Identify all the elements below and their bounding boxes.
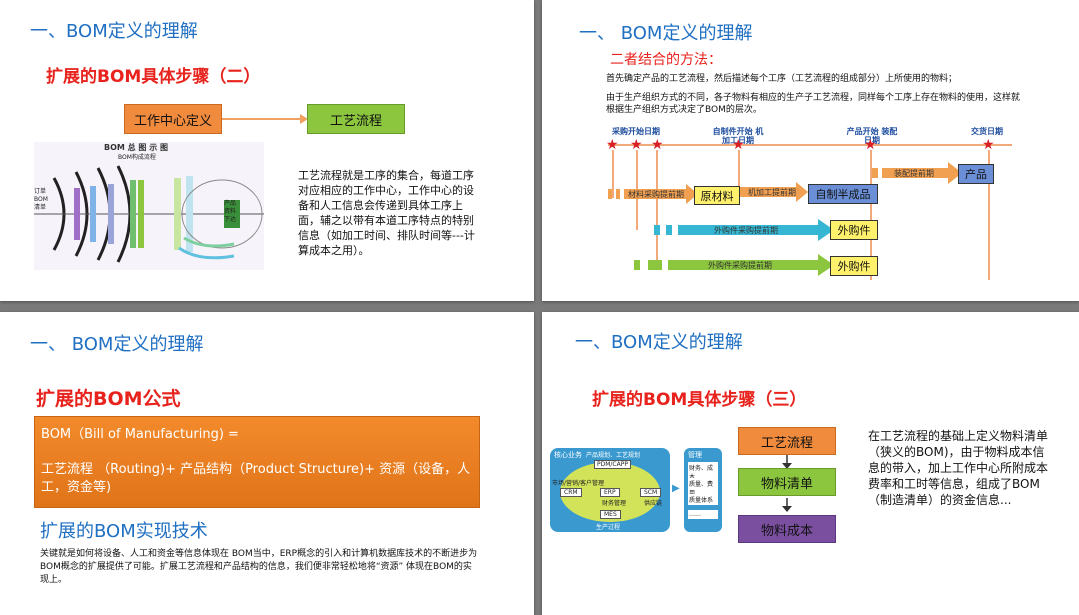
caption-top: 产品规划、工艺规划 (586, 452, 641, 459)
timeline-vline (656, 150, 658, 266)
slide-3-heading: 一、 BOM定义的理解 (30, 334, 204, 355)
core-business-panel: 核心业务 产品规划、工艺规划 PDM/CAPP 市场/营销/客户管理 CRM E… (550, 448, 670, 532)
slide-2-heading: 一、 BOM定义的理解 (579, 23, 753, 44)
work-center-box: 工作中心定义 (124, 104, 222, 134)
label-delivery: 交货日期 (971, 127, 1003, 136)
star-marker-icon: ★ (864, 137, 877, 153)
label-product-start: 产品开始 装配日期 (846, 127, 898, 145)
timeline-vline (988, 150, 990, 280)
slide-2-subheading: 二者结合的方法： (610, 52, 722, 68)
management-panel: 管理 财务、成本 质量、费用 质量体系 …… (684, 448, 722, 532)
slide-1-heading: 一、BOM定义的理解 (30, 21, 198, 42)
star-marker-icon: ★ (630, 137, 643, 153)
label-self-made-start: 自制件开始 机加工日期 (712, 127, 764, 145)
star-marker-icon: ★ (982, 137, 995, 153)
tech-title: 扩展的BOM实现技术 (40, 521, 208, 542)
outsourced-lead-arrow-2 (634, 254, 834, 276)
slide-2-para1: 首先确定产品的工艺流程，然后描述每个工序（工艺流程的组成部分）上所使用的物料； (606, 74, 958, 84)
bom-box: 物料清单 (738, 468, 836, 496)
slide-4-subheading: 扩展的BOM具体步骤（三） (592, 390, 807, 410)
caption-right: 供应链 (644, 500, 663, 507)
caption-mid: 财务管理 (602, 500, 627, 507)
diagram-left-text: 订单 BOM 清单 (34, 188, 48, 211)
semi-finished-box: 自制半成品 (808, 184, 878, 204)
outsourced-lead-arrow-1 (654, 219, 834, 241)
mgmt-label: 管理 (688, 451, 702, 459)
slide-3-subheading: 扩展的BOM公式 (36, 388, 181, 410)
mes-node: MES (600, 510, 621, 519)
mgmt-item: 质量、费用 (688, 478, 718, 498)
machining-lead-label: 机加工提前期 (748, 188, 796, 197)
arrow-right-icon: ▶ (672, 483, 680, 494)
slide-1[interactable]: 一、BOM定义的理解 扩展的BOM具体步骤（二） 工作中心定义 工艺流程 BOM… (0, 0, 534, 301)
product-box: 产品 (958, 164, 994, 184)
mgmt-item: …… (688, 510, 718, 519)
timeline-vline (738, 150, 740, 194)
routing-box: 工艺流程 (738, 427, 836, 455)
slide-1-body: 工艺流程就是工序的集合，每道工序对应相应的工作中心，工作中心的设备和人工信息会传… (298, 169, 475, 257)
slide-2-para2: 由于生产组织方式的不同，各子物料有相应的生产子工艺流程，同样每个工序上存在物料的… (606, 93, 1021, 115)
slide-4[interactable]: 一、BOM定义的理解 扩展的BOM具体步骤（三） 核心业务 产品规划、工艺规划 … (542, 312, 1079, 615)
assembly-lead-label: 装配提前期 (894, 169, 934, 178)
caption-left: 市场/营销/客户管理 (552, 480, 605, 487)
diagram-title: BOM 总 图 示 图 (104, 143, 168, 152)
material-cost-box: 物料成本 (738, 515, 836, 543)
star-marker-icon: ★ (651, 137, 664, 153)
diagram-right-text: 产品 资料 下达 (224, 200, 237, 223)
assembly-lead-arrow (872, 162, 962, 184)
formula-box: BOM（Bill of Manufacturing) = 工艺流程 （Routi… (34, 416, 480, 508)
slide-1-subheading: 扩展的BOM具体步骤（二） (46, 67, 261, 87)
erp-node: ERP (600, 488, 620, 497)
star-marker-icon: ★ (606, 137, 619, 153)
arrow-down-icon (782, 455, 792, 469)
outsourced-lead-label-2: 外购件采购提前期 (708, 261, 772, 270)
diagram-subtitle: BOM构成流程 (118, 154, 156, 161)
mgmt-item: 财务、成本 (688, 462, 718, 482)
formula-line-1: BOM（Bill of Manufacturing) = (41, 427, 239, 442)
formula-line-2: 工艺流程 （Routing)+ 产品结构（Product Structure)+… (41, 462, 471, 495)
mgmt-item: 质量体系 (688, 494, 718, 505)
outsourced-box-2: 外购件 (830, 256, 878, 276)
timeline-vline (870, 150, 872, 280)
core-label: 核心业务 (554, 451, 582, 459)
pdm-node: PDM/CAPP (594, 460, 631, 469)
slide-2[interactable]: 一、 BOM定义的理解 二者结合的方法： 首先确定产品的工艺流程，然后描述每个工… (542, 0, 1079, 301)
outsourced-box-1: 外购件 (830, 220, 878, 240)
material-lead-label: 材料采购提前期 (628, 190, 684, 199)
raw-material-box: 原材料 (694, 186, 740, 205)
label-purchase-start: 采购开始日期 (612, 127, 660, 136)
arrow-down-icon (782, 498, 792, 512)
material-lead-arrow (608, 184, 698, 204)
outsourced-lead-label-1: 外购件采购提前期 (714, 226, 778, 235)
machining-lead-arrow (740, 182, 808, 202)
caption-bottom: 生产过程 (596, 524, 621, 531)
slide-3[interactable]: 一、 BOM定义的理解 扩展的BOM公式 BOM（Bill of Manufac… (0, 312, 534, 615)
routing-box: 工艺流程 (307, 104, 405, 134)
slide-3-body: 关键就是如何将设备、人工和资金等信息体现在 BOM当中，ERP概念的引入和计算机… (40, 549, 478, 585)
crm-node: CRM (560, 488, 582, 497)
timeline-line (608, 144, 1012, 146)
slide-4-heading: 一、BOM定义的理解 (575, 332, 743, 353)
bom-diagram: BOM 总 图 示 图 BOM构成流程 订单 BOM 清单 产品 资料 下达 (34, 142, 264, 270)
timeline-vline (612, 150, 614, 198)
scm-node: SCM (640, 488, 662, 497)
arrow-right-icon (222, 114, 308, 124)
star-marker-icon: ★ (732, 137, 745, 153)
slide-4-body: 在工艺流程的基础上定义物料清单（狭义的BOM)，由于物料成本信息的带入，加上工作… (868, 429, 1049, 507)
bom-fish-diagram (34, 165, 264, 263)
